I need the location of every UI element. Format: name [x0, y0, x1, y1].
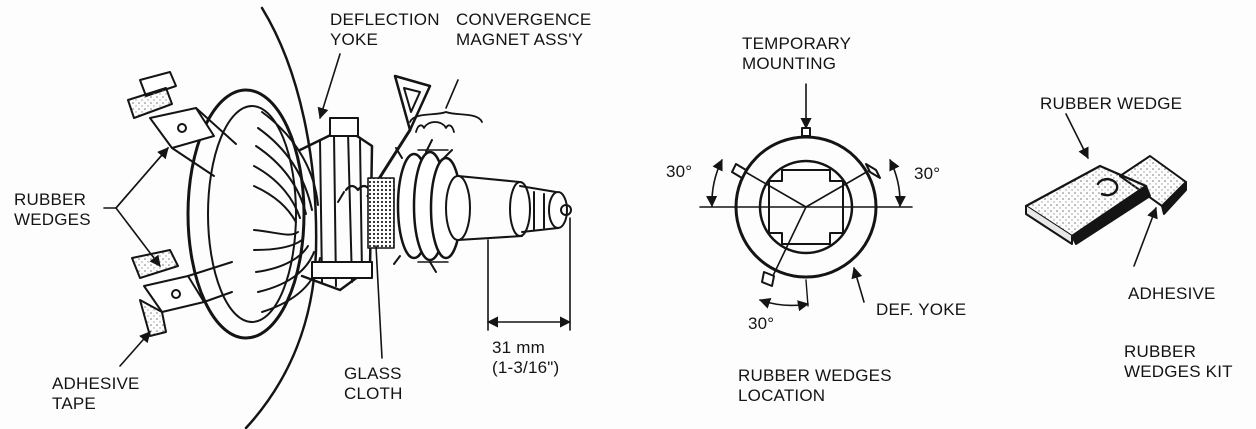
funnel-flange [186, 88, 306, 340]
adhesive-label: ADHESIVE [1128, 284, 1216, 303]
angle-right-label: 30° [914, 164, 941, 183]
glass-cloth-leader [375, 245, 383, 359]
wedge-kit-drawing [1024, 113, 1187, 267]
angle-bottom-label: 30° [748, 314, 775, 333]
wedge-tab-top [801, 127, 811, 137]
rubber-wedge-label: RUBBER WEDGE [1040, 94, 1183, 113]
rubber-wedges-leader [103, 147, 168, 266]
dimension-line [487, 217, 571, 331]
crt-envelope-arc [244, 6, 318, 429]
deflection-yoke-leader [317, 53, 341, 120]
rubber-wedge-leader [1065, 113, 1089, 160]
rubber-wedge-upper [127, 71, 237, 177]
angle-left-label: 30° [666, 162, 693, 181]
convergence-bracket [415, 121, 455, 133]
adhesive-leader [1133, 206, 1158, 267]
wedge-keyhole [1096, 178, 1119, 197]
angle-arc-right [889, 158, 906, 208]
dimension-label: 31 mm(1-3/16") [492, 338, 560, 377]
wedge-tab-right [865, 163, 881, 179]
crt-assembly-drawing [103, 6, 572, 429]
def-yoke-leader [851, 266, 865, 303]
adhesive-tape-leader [119, 331, 151, 367]
convergence-brace [409, 111, 483, 123]
def-yoke-label: DEF. YOKE [876, 300, 967, 319]
wedge-location-diagram [699, 83, 913, 312]
wedge-tab-left [731, 163, 747, 179]
glass-cloth-band [367, 177, 395, 249]
angle-arc-bottom [758, 298, 810, 312]
magnet-lever [393, 74, 432, 132]
crt-base-pins [548, 191, 568, 229]
wedge-tab-bottom [761, 271, 775, 287]
angle-arc-left [706, 158, 723, 208]
